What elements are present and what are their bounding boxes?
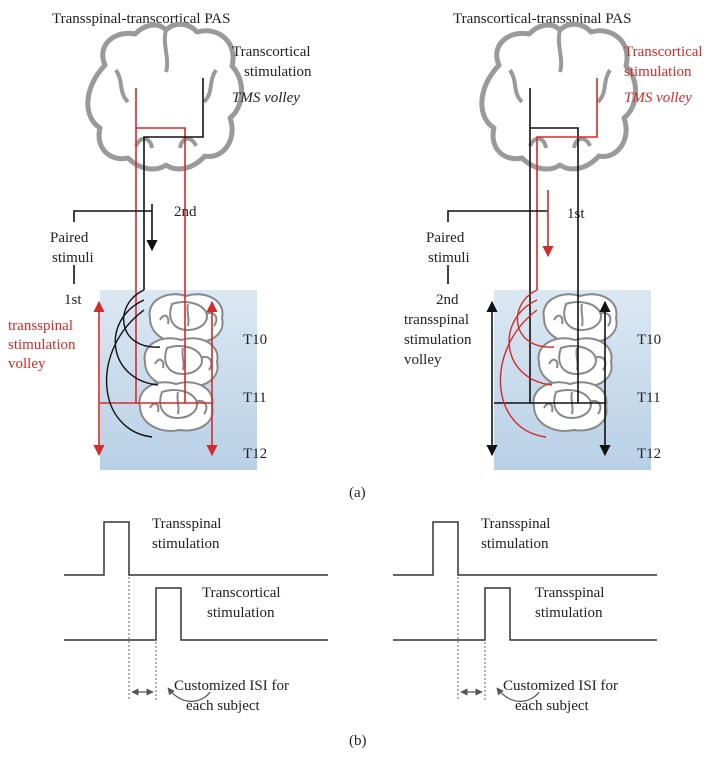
left-title: Transspinal-transcortical PAS — [52, 11, 230, 27]
transspinal-pulse-trace — [64, 521, 328, 576]
bottom-stim-label: stimulation — [207, 605, 275, 621]
red-pathway — [536, 78, 598, 290]
caption-a: (a) — [349, 485, 366, 501]
isi-callout-arrow — [496, 687, 540, 702]
right-title: Transcortical-transspinal PAS — [453, 11, 631, 27]
isi-callout-arrow — [167, 687, 211, 702]
cortical-label: stimulation — [244, 64, 312, 80]
isi-label: each subject — [515, 698, 590, 714]
order-bottom-label: 2nd — [436, 292, 459, 308]
black-pathway — [143, 78, 204, 290]
segment-t12-label: T12 — [637, 446, 661, 462]
vertebra-t11 — [537, 337, 613, 388]
cortical-label: Transcortical — [232, 44, 311, 60]
transspinal-pulse-trace — [393, 521, 657, 576]
paired-stimuli-bracket — [73, 210, 152, 222]
bottom-stim-label: Transspinal — [535, 585, 604, 601]
panel-a-left: Transspinal-transcortical PAS Transcorti… — [8, 11, 312, 470]
isi-label: Customized ISI for — [503, 678, 618, 694]
cortical-label: Transcortical — [624, 44, 703, 60]
brain-icon — [88, 24, 242, 169]
caption-b: (b) — [349, 733, 367, 749]
spinal-label: stimulation — [8, 337, 76, 353]
spinal-label: volley — [8, 356, 46, 372]
bottom-stim-label: Transcortical — [202, 585, 281, 601]
transspinal-pulse-trace — [393, 587, 657, 641]
spinal-label: transspinal — [404, 312, 469, 328]
segment-t11-label: T11 — [637, 390, 661, 406]
top-stim-label: Transspinal — [152, 516, 221, 532]
tms-volley-label: TMS volley — [624, 90, 692, 106]
black-branch — [105, 309, 153, 438]
order-top-label: 2nd — [174, 204, 197, 220]
segment-t10-label: T10 — [637, 332, 661, 348]
black-branch — [122, 289, 161, 348]
red-branch — [508, 299, 553, 386]
panel-a-right: Transcortical-transspinal PAS Transcorti… — [404, 11, 703, 470]
segment-t10-label: T10 — [243, 332, 267, 348]
vertebra-t12 — [532, 381, 608, 432]
tms-volley-label: TMS volley — [232, 90, 300, 106]
isi-label: each subject — [186, 698, 261, 714]
brain-icon — [482, 24, 636, 169]
paired-stimuli-label: Paired — [50, 230, 89, 246]
segment-t11-label: T11 — [243, 390, 267, 406]
vertebra-t11 — [143, 337, 219, 388]
paired-stimuli-label: Paired — [426, 230, 465, 246]
paired-stimuli-bracket — [447, 210, 548, 222]
vertebra-t12 — [138, 381, 214, 432]
top-stim-label: Transspinal — [481, 516, 550, 532]
cortical-label: stimulation — [624, 64, 692, 80]
segment-t12-label: T12 — [243, 446, 267, 462]
paired-stimuli-label: stimuli — [52, 250, 94, 266]
isi-label: Customized ISI for — [174, 678, 289, 694]
top-stim-label: stimulation — [481, 536, 549, 552]
order-bottom-label: 1st — [64, 292, 82, 308]
panel-b-left: Transspinal stimulation Transcortical st… — [64, 516, 328, 714]
top-stim-label: stimulation — [152, 536, 220, 552]
black-branch — [114, 299, 159, 386]
red-branch — [499, 309, 547, 438]
panel-b-right: Transspinal stimulation Transspinal stim… — [393, 516, 657, 714]
spinal-label: stimulation — [404, 332, 472, 348]
spinal-label: transspinal — [8, 318, 73, 334]
paired-stimuli-label: stimuli — [428, 250, 470, 266]
bottom-stim-label: stimulation — [535, 605, 603, 621]
red-branch — [516, 289, 555, 348]
spinal-label: volley — [404, 352, 442, 368]
order-top-label: 1st — [567, 206, 585, 222]
black-pathway — [530, 127, 579, 403]
red-pathway — [136, 127, 186, 403]
transcortical-pulse-trace — [64, 587, 328, 641]
